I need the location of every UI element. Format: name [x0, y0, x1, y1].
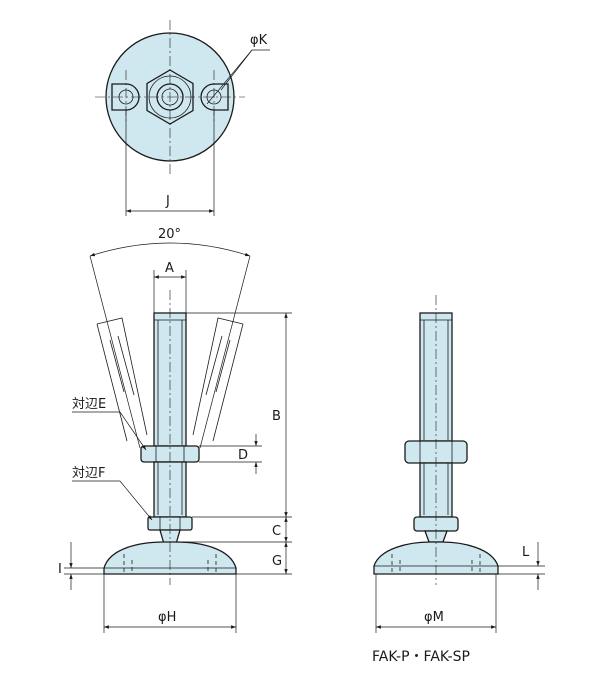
caption: FAK-P・FAK-SP	[372, 649, 470, 665]
label-angle: 20°	[158, 227, 181, 242]
top-view: φK J	[95, 20, 270, 216]
left-slot	[111, 83, 140, 111]
label-across-flats-f: 対辺F	[72, 466, 105, 481]
label-c: C	[272, 524, 281, 539]
label-phi-h: φH	[158, 610, 176, 625]
label-phi-m: φM	[424, 610, 444, 625]
label-a: A	[165, 261, 174, 276]
label-d: D	[238, 448, 248, 463]
label-i: I	[58, 562, 62, 577]
label-across-flats-e: 対辺E	[72, 397, 106, 412]
side-view: L φM FAK-P・FAK-SP	[372, 295, 545, 665]
tilted-bolt-left	[96, 317, 148, 442]
label-g: G	[272, 554, 282, 569]
label-b: B	[272, 409, 281, 424]
label-l: L	[522, 545, 530, 560]
label-j: J	[165, 194, 170, 209]
base-pad-front	[103, 541, 237, 575]
front-view: 20°	[58, 227, 292, 633]
label-phi-k: φK	[250, 33, 268, 48]
tilted-bolt-right	[192, 317, 244, 442]
